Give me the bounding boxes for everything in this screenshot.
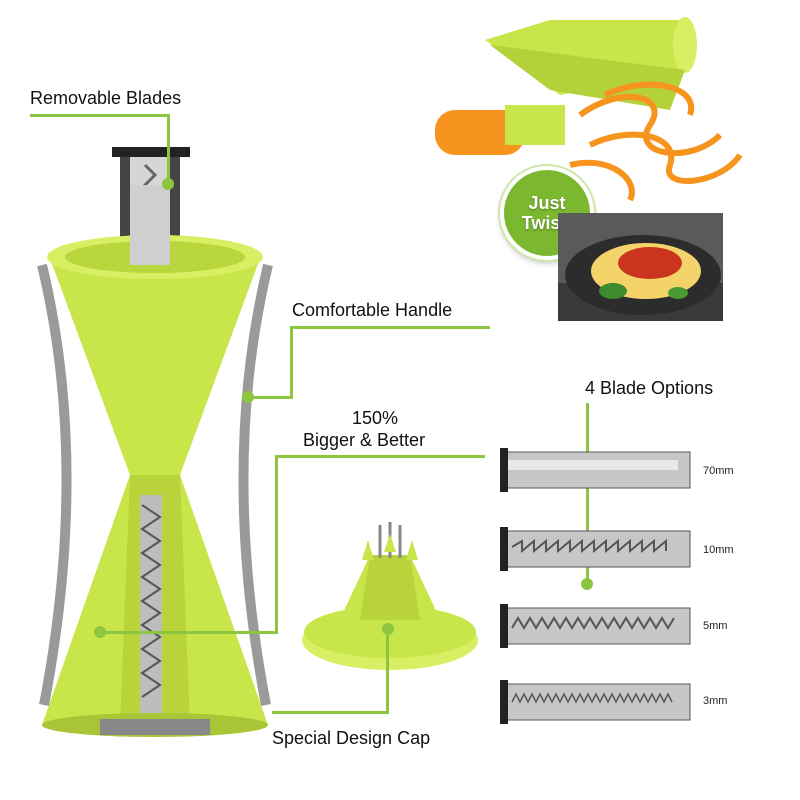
- callout-dot: [94, 626, 106, 638]
- pasta-plate-image: [558, 213, 723, 321]
- label-removable-blades: Removable Blades: [30, 88, 182, 108]
- label-comfortable-handle: Comfortable Handle: [292, 300, 453, 320]
- blade-option: [500, 604, 692, 648]
- blade-option: [500, 680, 692, 724]
- label-special-design-cap: Special Design Cap: [272, 728, 431, 748]
- callout-line: [290, 326, 490, 329]
- callout-line: [248, 396, 293, 399]
- callout-line: [100, 631, 278, 634]
- label-bigger-line2: Bigger & Better: [303, 430, 426, 450]
- callout-line: [167, 114, 170, 184]
- blade-size-label: 3mm: [703, 695, 728, 707]
- callout-line: [275, 455, 485, 458]
- label-bigger-line1: 150%: [352, 408, 399, 428]
- callout-line: [30, 114, 170, 117]
- spiralizer-in-use-image: [430, 15, 760, 205]
- callout-line: [386, 629, 389, 713]
- badge-line1: Just: [528, 193, 566, 213]
- callout-line: [290, 326, 293, 398]
- blade-size-label: 10mm: [703, 544, 734, 556]
- blade-option: [500, 527, 692, 571]
- callout-dot: [581, 578, 593, 590]
- blade-size-label: 70mm: [703, 465, 734, 477]
- blade-option: [500, 448, 692, 492]
- callout-line: [272, 711, 389, 714]
- callout-line: [275, 455, 278, 633]
- callout-line: [586, 403, 589, 583]
- callout-dot: [162, 178, 174, 190]
- label-blade-options: 4 Blade Options: [585, 378, 714, 398]
- blade-size-label: 5mm: [703, 620, 728, 632]
- design-cap-image: [300, 520, 480, 675]
- spiralizer-body: [30, 145, 280, 745]
- callout-dot: [242, 391, 254, 403]
